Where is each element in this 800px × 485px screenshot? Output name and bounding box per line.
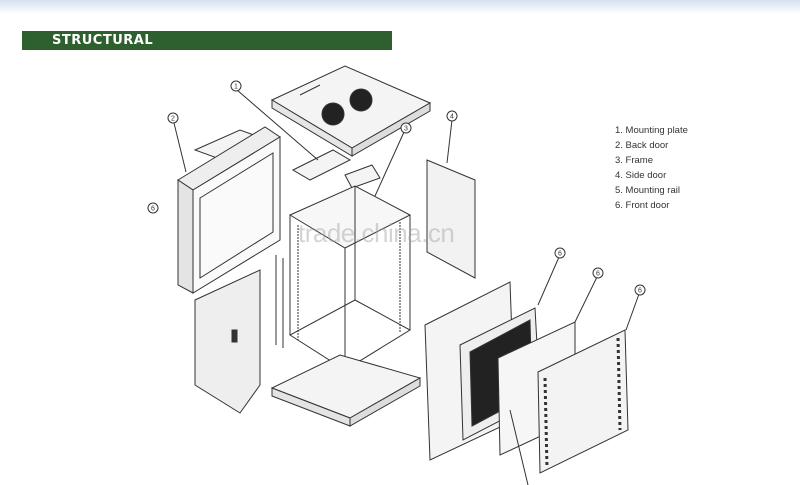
svg-text:3: 3	[404, 126, 408, 133]
legend-item: 6. Front door	[615, 200, 670, 211]
legend-item: 5. Mounting rail	[615, 185, 680, 196]
callout-6d: 6	[625, 284, 646, 331]
section-title: STRUCTURAL	[52, 33, 154, 48]
legend-item: 4. Side door	[615, 170, 667, 181]
side-door	[426, 159, 476, 279]
svg-text:6: 6	[558, 251, 562, 258]
callouts: 1 2 3 4 6 6 6 6 6	[147, 80, 646, 485]
callout-1: 1	[230, 80, 319, 161]
callout-6b: 6	[537, 247, 566, 306]
parts-legend: 1. Mounting plate 2. Back door 3. Frame …	[615, 123, 688, 213]
side-panel	[194, 269, 261, 414]
svg-text:6: 6	[638, 288, 642, 295]
top-gradient-band	[0, 0, 800, 14]
back-door	[177, 126, 281, 294]
svg-text:1: 1	[234, 84, 238, 91]
callout-6a: 6	[147, 202, 159, 214]
callout-2: 2	[167, 112, 187, 173]
legend-item: 1. Mounting plate	[615, 125, 688, 136]
svg-text:6: 6	[596, 271, 600, 278]
front-doors	[424, 281, 629, 474]
top-cover	[270, 65, 432, 157]
mounting-plates	[193, 129, 381, 189]
watermark: trade.china.cn	[298, 218, 455, 248]
callout-6e: 6	[509, 409, 529, 485]
svg-text:2: 2	[171, 116, 175, 123]
frame	[275, 185, 412, 371]
section-header-bar: STRUCTURAL	[22, 31, 392, 50]
legend-item: 2. Back door	[615, 140, 669, 151]
legend-item: 3. Frame	[615, 155, 654, 166]
svg-text:4: 4	[450, 114, 454, 121]
callout-6c: 6	[574, 267, 604, 323]
callout-4: 4	[446, 110, 458, 164]
callout-3: 3	[374, 122, 412, 197]
svg-text:6: 6	[151, 206, 155, 213]
bottom-plate	[270, 354, 422, 427]
